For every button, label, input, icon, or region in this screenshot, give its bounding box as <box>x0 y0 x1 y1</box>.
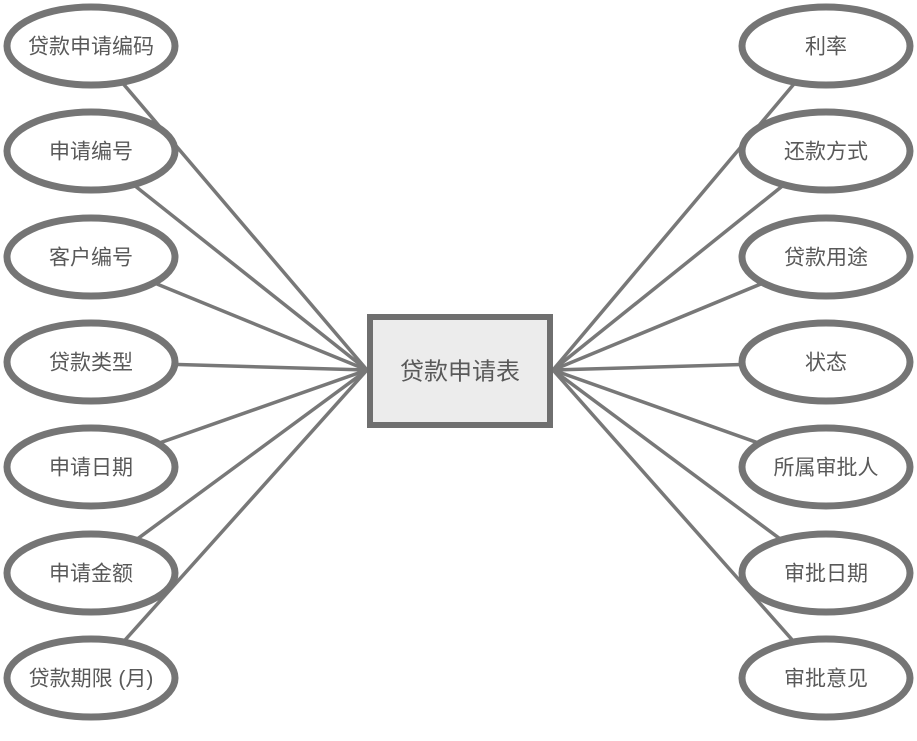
attribute-label: 审批日期 <box>784 562 868 585</box>
attribute-node-loan-purpose: 贷款用途 <box>738 214 914 300</box>
attribute-ellipse <box>738 108 914 194</box>
attribute-node-application-amount: 申请金额 <box>3 530 179 616</box>
attribute-node-repayment-method: 还款方式 <box>738 108 914 194</box>
attribute-label: 贷款用途 <box>784 246 868 269</box>
entity-label: 贷款申请表 <box>400 358 520 385</box>
attribute-ellipse <box>738 319 914 405</box>
attribute-label: 还款方式 <box>784 140 868 163</box>
attribute-node-loan-application-code: 贷款申请编码 <box>3 3 179 89</box>
attribute-ellipse <box>738 3 914 89</box>
attribute-label: 贷款期限 (月) <box>29 667 154 690</box>
attribute-label: 客户编号 <box>49 246 133 269</box>
attribute-ellipse <box>738 424 914 510</box>
attribute-ellipse <box>3 214 179 300</box>
attribute-label: 申请金额 <box>49 562 133 585</box>
attribute-node-approval-opinion: 审批意见 <box>738 635 914 721</box>
attribute-node-loan-type: 贷款类型 <box>3 319 179 405</box>
attribute-label: 状态 <box>805 351 847 374</box>
attribute-label: 利率 <box>805 35 847 58</box>
attribute-ellipse <box>738 635 914 721</box>
connector-line <box>551 368 828 680</box>
attribute-node-status: 状态 <box>738 319 914 405</box>
connector-line <box>551 44 828 372</box>
attribute-ellipse <box>3 530 179 616</box>
attribute-node-application-date: 申请日期 <box>3 424 179 510</box>
attribute-node-interest-rate: 利率 <box>738 3 914 89</box>
attribute-label: 贷款申请编码 <box>28 35 154 58</box>
attribute-ellipse <box>738 214 914 300</box>
connector-line <box>89 149 369 372</box>
attribute-label: 所属审批人 <box>774 456 879 479</box>
attribute-ellipse <box>3 635 179 721</box>
attribute-node-loan-term-months: 贷款期限 (月) <box>3 635 179 721</box>
attribute-label: 申请日期 <box>49 456 133 479</box>
attribute-node-approval-date: 审批日期 <box>738 530 914 616</box>
connector-line <box>89 368 369 680</box>
attribute-ellipse <box>3 424 179 510</box>
connector-line <box>89 44 369 372</box>
attribute-node-customer-number: 客户编号 <box>3 214 179 300</box>
attribute-label: 审批意见 <box>784 667 868 690</box>
attribute-node-assigned-approver: 所属审批人 <box>738 424 914 510</box>
attribute-ellipse <box>3 319 179 405</box>
attribute-node-application-number: 申请编号 <box>3 108 179 194</box>
entity-rect <box>367 314 553 428</box>
attribute-ellipse <box>3 108 179 194</box>
attribute-label: 贷款类型 <box>49 351 133 374</box>
attribute-label: 申请编号 <box>49 140 133 163</box>
attribute-ellipse <box>3 3 179 89</box>
attribute-ellipse <box>738 530 914 616</box>
entity-node-loan-application-table: 贷款申请表 <box>367 314 553 428</box>
